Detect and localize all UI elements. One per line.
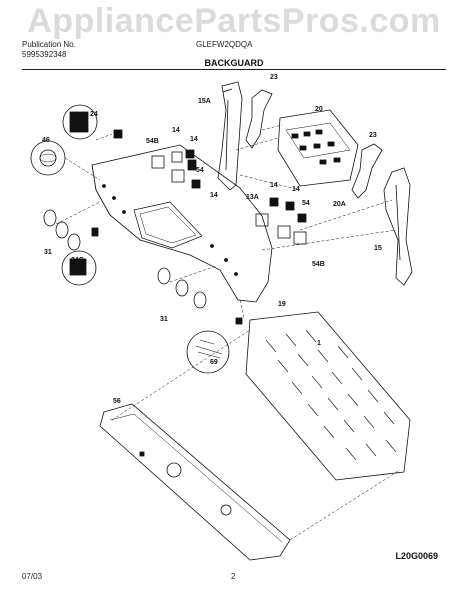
callout-14-a: 14: [172, 127, 180, 134]
header-divider: [22, 69, 446, 70]
callout-23-left: 23: [270, 74, 278, 81]
callout-56: 56: [113, 398, 121, 405]
callout-14-e: 14: [292, 186, 300, 193]
infinite-switch-54b-right: [255, 197, 307, 245]
callout-46: 46: [42, 137, 50, 144]
callout-14-c: 14: [210, 192, 218, 199]
left-side-bracket-15a: [217, 81, 243, 191]
callout-14-d: 14: [270, 182, 278, 189]
control-board-20: [277, 109, 359, 187]
wire-clip-23-right: [351, 143, 383, 199]
callout-54b-left: 54B: [146, 138, 159, 145]
callout-54-b: 54: [302, 200, 310, 207]
callout-31-right: 31: [160, 316, 168, 323]
callout-15: 15: [374, 245, 382, 252]
callout-15a: 15A: [198, 98, 211, 105]
footer-date: 07/03: [22, 572, 43, 581]
publication-label: Publication No.: [22, 40, 76, 49]
callout-54b-right: 54B: [312, 261, 325, 268]
screw-69-detail: [186, 317, 243, 374]
leader-lines: [55, 124, 401, 541]
callout-14-b: 14: [190, 136, 198, 143]
wire-clip-23-left: [245, 89, 273, 149]
signal-light-24-detail: [62, 104, 123, 140]
lower-bracket-56: [99, 403, 291, 561]
figure-id: L20G0069: [395, 551, 438, 561]
knob-insert-46-detail: [30, 140, 66, 176]
indicator-light-24c-detail: [61, 227, 99, 286]
control-knobs-31-right: [157, 267, 207, 309]
infinite-switch-54b-left: [151, 149, 201, 189]
callout-1: 1: [317, 340, 321, 347]
callout-20a: 20A: [333, 201, 346, 208]
right-side-bracket-15: [383, 167, 413, 286]
model-number: GLEFW2QDQA: [196, 40, 253, 49]
callout-24: 24: [90, 111, 98, 118]
callout-69: 69: [210, 359, 218, 366]
section-title: BACKGUARD: [204, 58, 264, 68]
callout-13a: 13A: [246, 194, 259, 201]
callout-23-right: 23: [369, 132, 377, 139]
rear-panel-1: [245, 311, 411, 481]
callout-20: 20: [315, 106, 323, 113]
callout-19: 19: [278, 301, 286, 308]
callout-31-left: 31: [44, 249, 52, 256]
publication-number: 5995392348: [22, 50, 67, 59]
control-knobs-31-left: [43, 209, 81, 251]
backguard-panel-19: [91, 144, 273, 303]
callout-24c: 24C: [71, 257, 84, 264]
callout-54-a: 54: [196, 167, 204, 174]
footer-page-number: 2: [231, 572, 236, 581]
watermark: AppliancePartsPros.com: [27, 2, 441, 40]
